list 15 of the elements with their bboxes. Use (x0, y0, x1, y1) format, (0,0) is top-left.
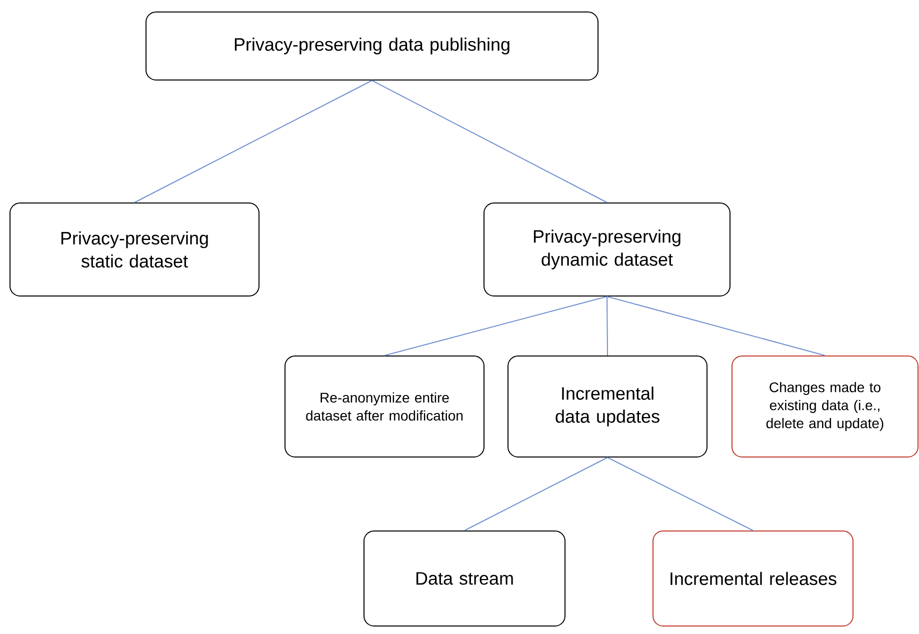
connector-line (606, 296, 608, 356)
process-box: Privacy-preserving data publishing (146, 12, 598, 80)
process-box: Incremental releases (652, 530, 854, 626)
connector-line (384, 296, 608, 356)
connector-line (464, 457, 608, 531)
process-box: Changes made to existing data (i.e., delete and update) (732, 356, 918, 458)
process-box: Data stream (364, 530, 566, 626)
connector-line (134, 80, 372, 203)
process-box: Re-anonymize entire dataset after modification (284, 356, 484, 458)
connector-line (607, 457, 754, 531)
process-box: Privacy-preserving dynamic dataset (484, 202, 730, 296)
connector-line (606, 296, 826, 356)
process-box: Incremental data updates (508, 356, 708, 458)
process-box: Privacy-preserving static dataset (10, 202, 260, 296)
connector-line (372, 80, 608, 203)
